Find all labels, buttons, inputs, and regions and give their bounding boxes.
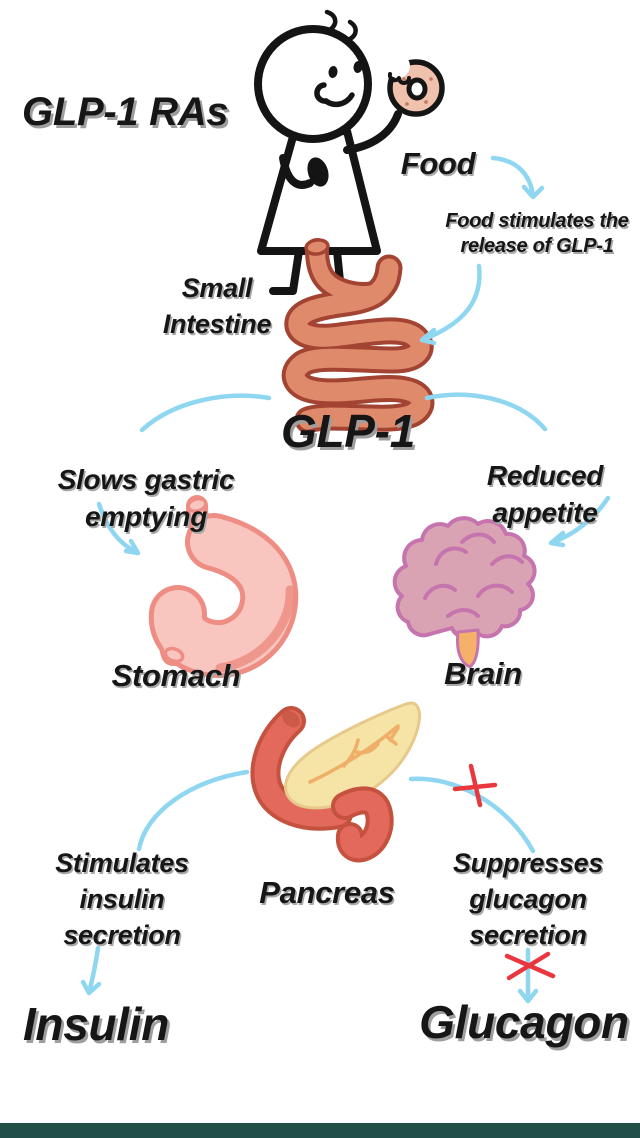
- arrow-to-insulin: [80, 945, 102, 996]
- arrow-note-to-intestine: [419, 263, 482, 346]
- glucagon-label: Glucagon: [419, 996, 629, 1048]
- suppression-cross-arc-icon: [452, 763, 498, 808]
- arc-pancreas-to-glucagon-side: [408, 776, 536, 854]
- glucagon-effect-line2: glucagon: [469, 884, 587, 914]
- arrow-to-stomach: [96, 501, 141, 556]
- insulin-effect-line3: secretion: [63, 920, 181, 950]
- footer-bar: [0, 1123, 640, 1138]
- food-note: Food stimulates the release of GLP-1: [445, 209, 629, 259]
- pancreas-label: Pancreas: [259, 875, 395, 910]
- brain-effect-line1: Reduced: [486, 460, 604, 491]
- food-note-line1: Food stimulates the: [445, 210, 629, 232]
- pancreas-illustration: [250, 701, 421, 863]
- stomach-effect-label: Slows gastric emptying: [58, 461, 235, 535]
- small-intestine-line2: Intestine: [162, 309, 272, 339]
- face: [314, 61, 363, 108]
- glucagon-effect-line1: Suppresses: [452, 848, 604, 878]
- arrow-food-to-note: [490, 155, 545, 200]
- glp1-label: GLP-1: [281, 405, 415, 457]
- page-title: GLP-1 RAs: [22, 90, 229, 134]
- food-label-text: Food: [400, 146, 476, 181]
- suppression-cross-glucagon-icon: [504, 951, 556, 981]
- food-note-line2: release of GLP-1: [460, 235, 614, 257]
- glucagon-effect-line3: secretion: [469, 920, 587, 950]
- arc-glp1-to-reduced: [424, 392, 548, 432]
- insulin-effect-line1: Stimulates: [55, 848, 189, 878]
- arc-glp1-to-slows: [139, 393, 272, 433]
- small-intestine-illustration: [281, 238, 435, 434]
- small-intestine-label: Small Intestine: [162, 270, 272, 342]
- arc-pancreas-to-insulin-side: [136, 769, 250, 852]
- stomach-label: Stomach: [111, 658, 241, 693]
- stomach-effect-line2: emptying: [84, 501, 208, 532]
- arrow-to-glucagon: [517, 947, 539, 1004]
- brain-effect-label: Reduced appetite: [487, 457, 603, 531]
- person-eating-donut-illustration: [254, 9, 445, 295]
- insulin-label: Insulin: [22, 998, 170, 1050]
- small-intestine-line1: Small: [181, 273, 253, 303]
- glucagon-effect-label: Suppresses glucagon secretion: [453, 845, 603, 953]
- stomach-effect-line1: Slows gastric: [57, 464, 235, 495]
- brain-illustration: [392, 516, 537, 669]
- brain-label: Brain: [444, 656, 522, 691]
- insulin-effect-label: Stimulates insulin secretion: [55, 845, 189, 953]
- stomach-illustration: [148, 495, 299, 678]
- insulin-effect-line2: insulin: [79, 884, 165, 914]
- donut-icon: [386, 54, 445, 117]
- brain-effect-line2: appetite: [492, 497, 598, 528]
- arrow-to-brain: [548, 495, 611, 548]
